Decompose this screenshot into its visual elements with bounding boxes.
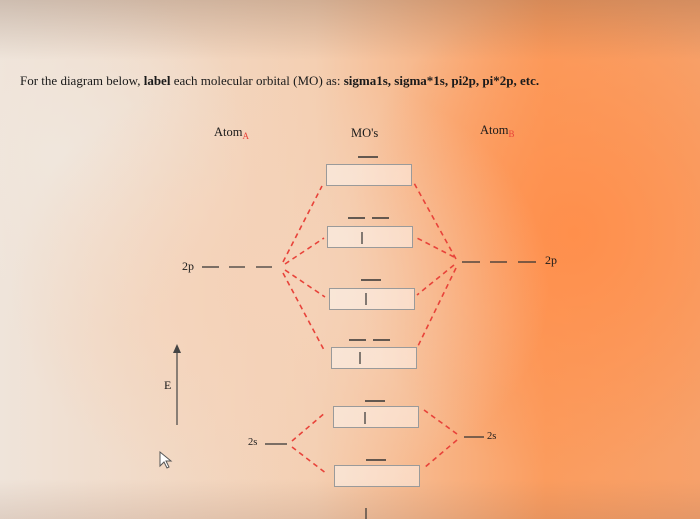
- mo-levels: [348, 156, 390, 461]
- mo-label-box-3[interactable]: [329, 288, 415, 310]
- atom-a-2s-label: 2s: [248, 437, 258, 448]
- header-atom-a-label: Atom: [214, 125, 243, 139]
- mo-label-box-6[interactable]: [334, 465, 420, 487]
- atom-a-2p-label: 2p: [182, 259, 194, 273]
- cursor-icon: [159, 450, 173, 469]
- photo-shade-bottom: [0, 479, 700, 519]
- header-atom-b-label: Atom: [480, 123, 509, 137]
- atom-b-2p-label: 2p: [545, 253, 557, 267]
- energy-axis-label: E: [164, 378, 172, 392]
- correlation-lines: [282, 182, 458, 475]
- header-atom-a-sub: A: [242, 131, 249, 141]
- instruction-bold-label: label: [143, 73, 171, 88]
- header-mos-label: MO's: [351, 126, 379, 140]
- mo-label-box-2[interactable]: [327, 226, 413, 248]
- atom-b-2s-label: 2s: [487, 431, 497, 442]
- mo-label-box-5[interactable]: [333, 406, 419, 428]
- mo-box-ticks: [359, 232, 367, 519]
- instruction-prefix: For the diagram below,: [20, 73, 144, 88]
- instruction-examples: sigma1s, sigma*1s, pi2p, pi*2p, etc.: [343, 73, 540, 88]
- header-atom-b-sub: B: [508, 129, 515, 139]
- instruction-text: For the diagram below, label each molecu…: [20, 73, 539, 89]
- header-mos: MO's: [351, 126, 378, 141]
- instruction-middle: each molecular orbital (MO) as:: [170, 73, 344, 88]
- mo-label-box-1[interactable]: [326, 164, 412, 186]
- photo-shade-top: [0, 0, 700, 60]
- header-atom-a: AtomA: [214, 125, 249, 141]
- energy-axis-arrowhead: [173, 344, 181, 353]
- mo-label-box-4[interactable]: [331, 347, 417, 369]
- header-atom-b: AtomB: [480, 123, 515, 139]
